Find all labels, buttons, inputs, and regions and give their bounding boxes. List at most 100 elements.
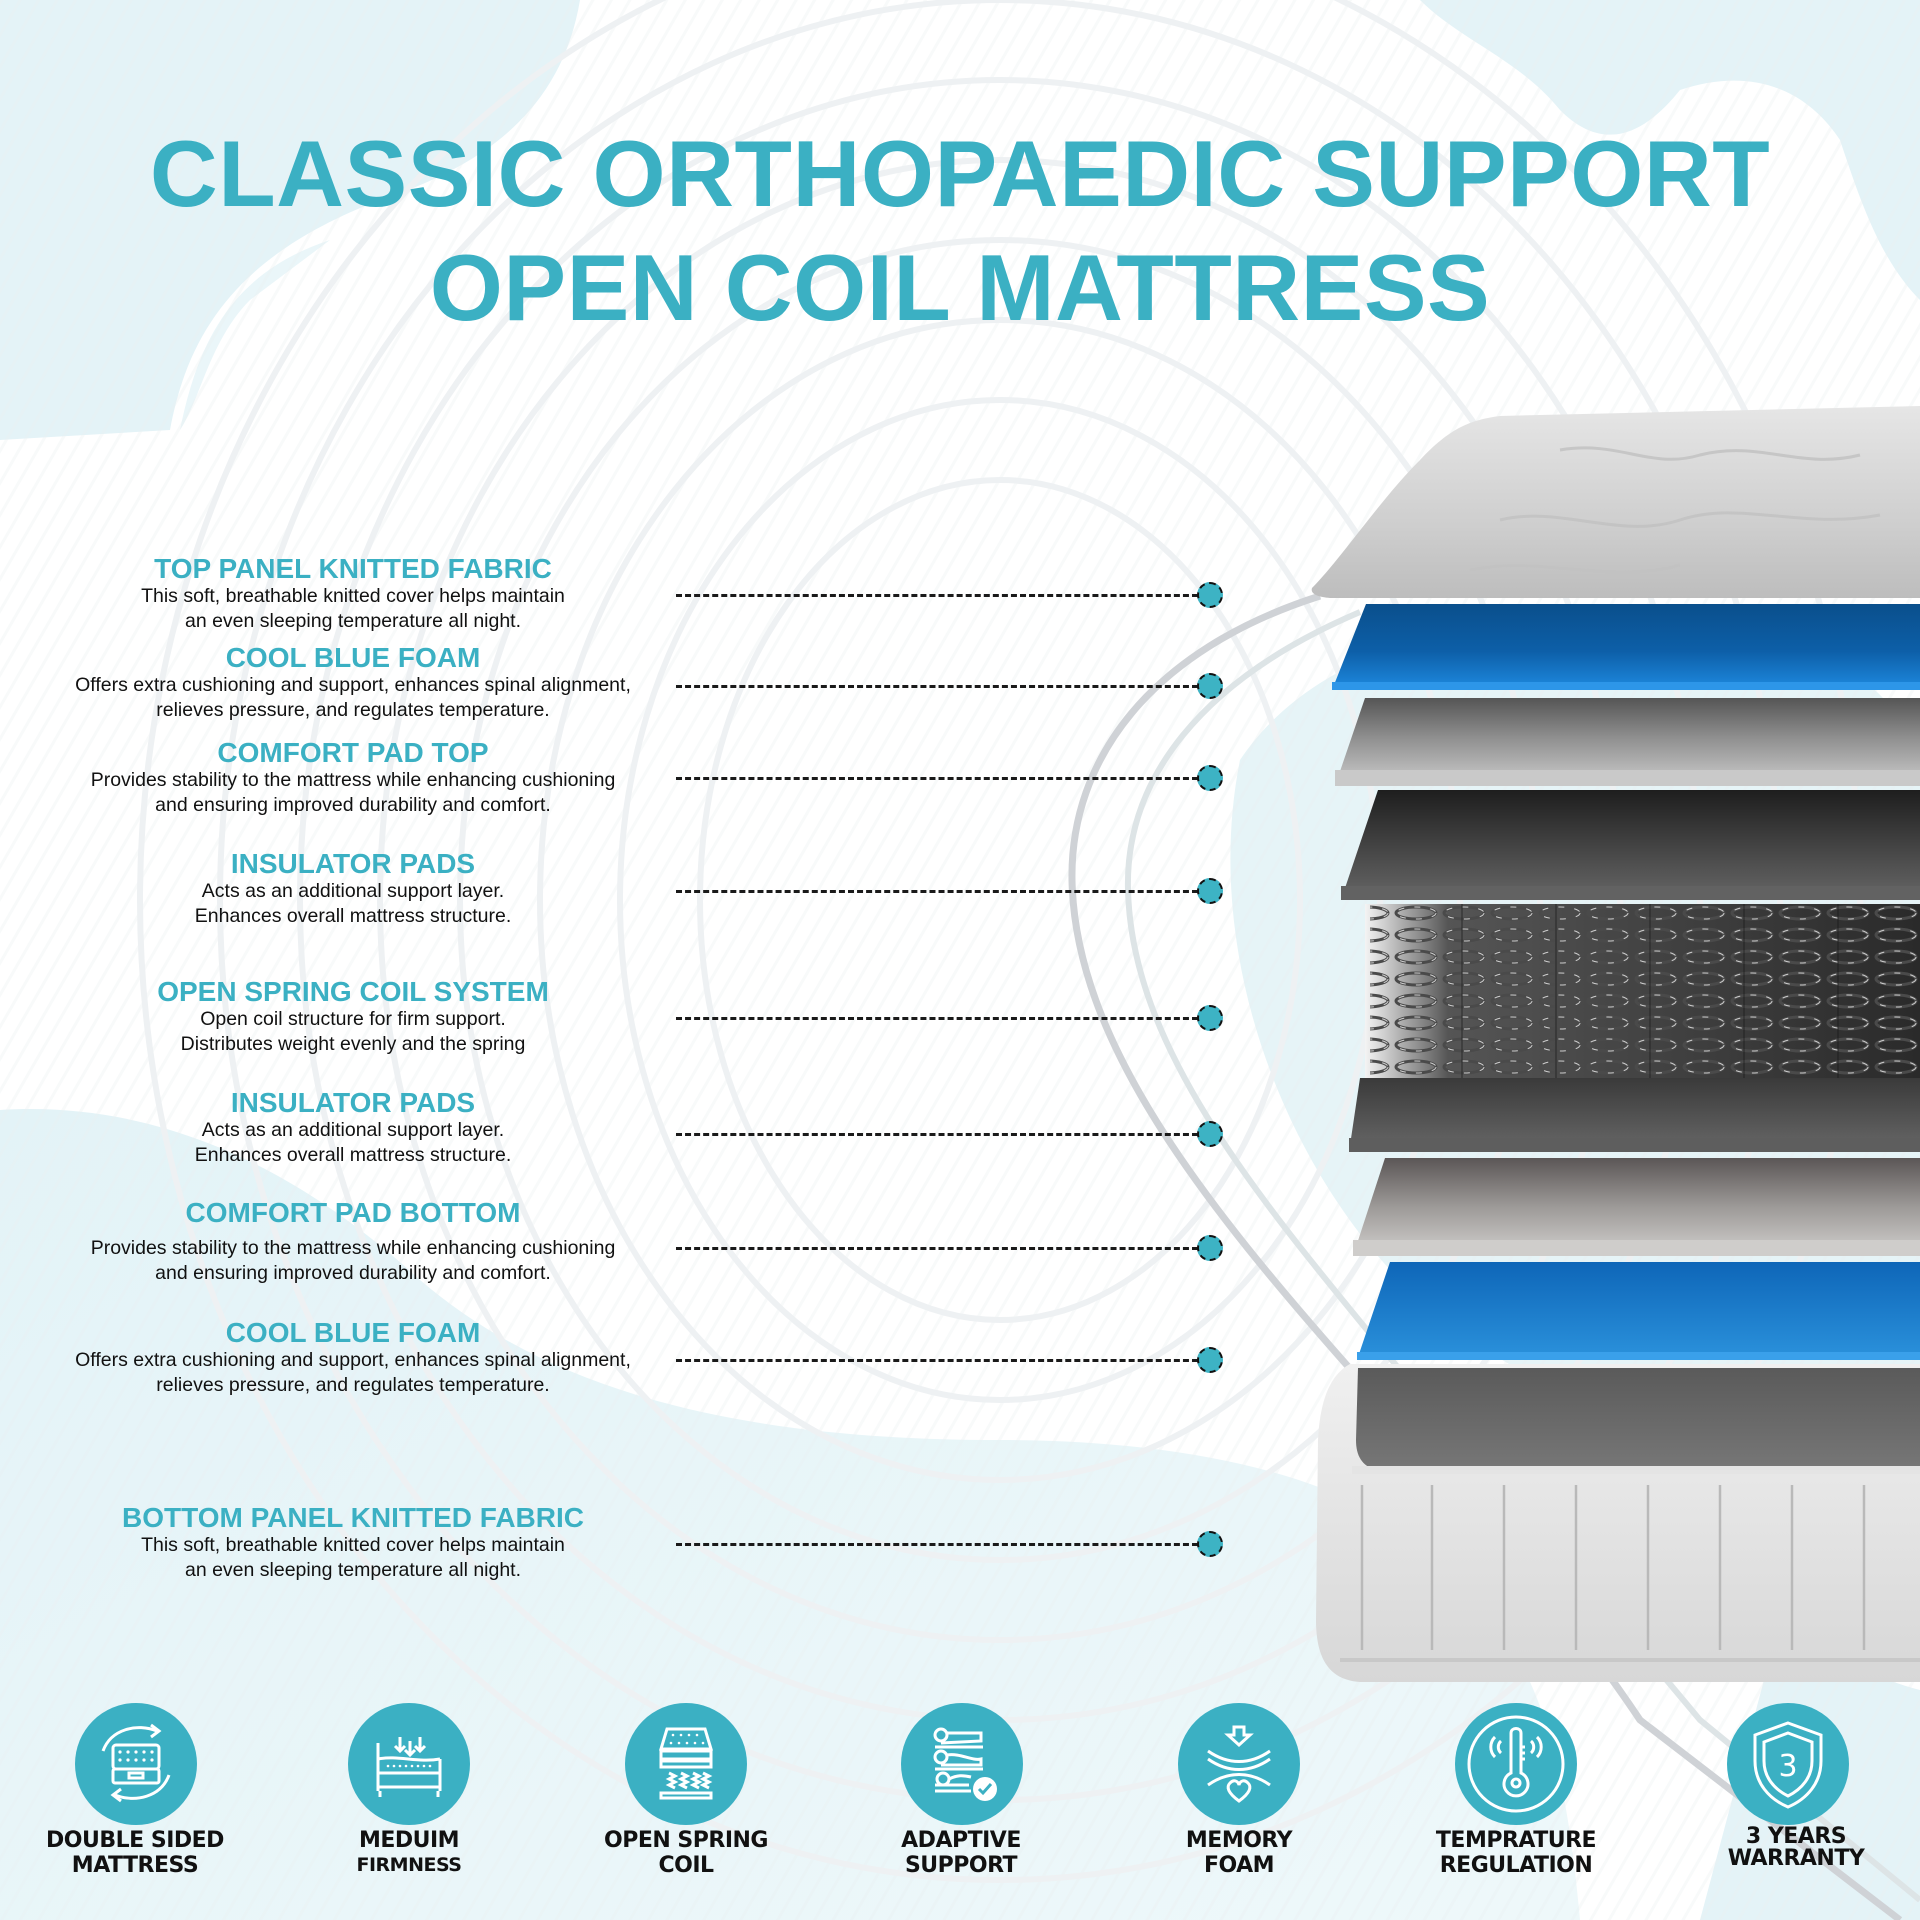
cool-blue-foam-top-layer — [1332, 604, 1920, 690]
layer-title: TOP PANEL KNITTED FABRIC — [154, 553, 552, 584]
connector-line — [676, 1359, 1198, 1362]
layer-label-cool-blue-foam-bottom: COOL BLUE FOAM Offers extra cushioning a… — [40, 1318, 666, 1397]
connector-dot — [1197, 765, 1223, 791]
feature-label-line2: FOAM — [1203, 1853, 1275, 1878]
layer-description: an even sleeping temperature all night. — [184, 1558, 522, 1581]
layer-description: Open coil structure for firm support. — [200, 1008, 506, 1030]
connector-line — [676, 594, 1198, 597]
open-spring-coil-icon — [658, 1727, 714, 1800]
layer-description: relieves pressure, and regulates tempera… — [156, 1373, 550, 1396]
connector-dot — [1197, 1235, 1223, 1261]
feature-label: OPEN SPRING COIL — [556, 1828, 816, 1878]
layer-label-cool-blue-foam-top: COOL BLUE FOAM Offers extra cushioning a… — [40, 643, 666, 722]
layer-description: This soft, breathable knitted cover help… — [141, 1534, 565, 1556]
connector-dot — [1197, 673, 1223, 699]
layer-description: and ensuring improved durability and com… — [155, 793, 551, 816]
layer-title: COMFORT PAD TOP — [217, 737, 489, 768]
medium-firmness-bed-icon — [376, 1737, 442, 1797]
layer-description: Enhances overall mattress structure. — [194, 904, 512, 927]
memory-foam-icon — [1207, 1725, 1271, 1803]
feature-label-line2: COIL — [658, 1853, 714, 1878]
layer-description: Provides stability to the mattress while… — [90, 1237, 616, 1259]
top-panel-layer — [1311, 406, 1920, 598]
layer-description: Provides stability to the mattress while… — [90, 769, 616, 791]
layer-title: COMFORT PAD BOTTOM — [185, 1197, 521, 1228]
temperature-regulation-icon — [1467, 1715, 1565, 1813]
feature-label-line2: SUPPORT — [904, 1853, 1018, 1878]
connector-line — [676, 1017, 1198, 1020]
feature-label-line2: FIRMNESS — [356, 1854, 462, 1876]
feature-label-line1: OPEN SPRING — [604, 1828, 769, 1853]
feature-adaptive-support — [901, 1703, 1023, 1825]
feature-label: TEMPRATURE REGULATION — [1386, 1828, 1646, 1878]
feature-label-line2: WARRANTY — [1727, 1846, 1865, 1871]
feature-label: DOUBLE SIDED MATTRESS — [5, 1828, 265, 1878]
comfort-pad-bottom-layer — [1353, 1158, 1920, 1256]
layer-label-top-panel: TOP PANEL KNITTED FABRIC This soft, brea… — [40, 554, 666, 633]
open-spring-coil-layer — [1365, 904, 1920, 1078]
warranty-years-number: 3 — [1778, 1749, 1797, 1784]
feature-temperature-regulation — [1455, 1703, 1577, 1825]
bottom-panel-base — [1316, 1364, 1920, 1682]
layer-title: BOTTOM PANEL KNITTED FABRIC — [122, 1502, 584, 1533]
feature-label-line1: MEMORY — [1185, 1828, 1293, 1853]
feature-label-line1: TEMPRATURE — [1435, 1828, 1597, 1853]
feature-label: MEMORY FOAM — [1109, 1828, 1369, 1878]
layer-label-comfort-pad-bottom: COMFORT PAD BOTTOM Provides stability to… — [40, 1198, 666, 1285]
connector-line — [676, 777, 1198, 780]
layer-title: OPEN SPRING COIL SYSTEM — [157, 976, 549, 1007]
connector-dot — [1197, 1531, 1223, 1557]
connector-dot — [1197, 582, 1223, 608]
layer-label-insulator-pads-bottom: INSULATOR PADS Acts as an additional sup… — [40, 1088, 666, 1167]
connector-dot — [1197, 878, 1223, 904]
feature-open-spring-coil — [625, 1703, 747, 1825]
feature-label-line1: 3 YEARS — [1745, 1824, 1847, 1849]
layer-description: Offers extra cushioning and support, enh… — [75, 1349, 631, 1371]
adaptive-support-icon — [933, 1727, 997, 1801]
layer-description: an even sleeping temperature all night. — [184, 609, 522, 632]
layer-label-comfort-pad-top: COMFORT PAD TOP Provides stability to th… — [40, 738, 666, 817]
layer-description: Distributes weight evenly and the spring — [180, 1032, 526, 1055]
layer-description: Acts as an additional support layer. — [201, 880, 505, 902]
feature-warranty: 3 — [1727, 1703, 1849, 1825]
feature-label: 3 YEARS WARRANTY — [1666, 1826, 1920, 1870]
layer-description: Acts as an additional support layer. — [201, 1119, 505, 1141]
layer-description: Offers extra cushioning and support, enh… — [75, 674, 631, 696]
connector-line — [676, 1133, 1198, 1136]
layer-label-insulator-pads-top: INSULATOR PADS Acts as an additional sup… — [40, 849, 666, 928]
connector-dot — [1197, 1121, 1223, 1147]
layer-label-open-spring-coil: OPEN SPRING COIL SYSTEM Open coil struct… — [40, 977, 666, 1056]
page-title-line2: OPEN COIL MATTRESS — [429, 235, 1491, 340]
layer-title: INSULATOR PADS — [230, 1087, 476, 1118]
warranty-shield-icon: 3 — [1753, 1721, 1823, 1809]
layer-title: COOL BLUE FOAM — [225, 1317, 481, 1348]
feature-label: MEDUIM FIRMNESS — [279, 1828, 539, 1878]
page-title-line1: CLASSIC ORTHOPAEDIC SUPPORT — [149, 121, 1771, 226]
layer-description: and ensuring improved durability and com… — [155, 1261, 551, 1284]
feature-label-line1: DOUBLE SIDED — [46, 1828, 224, 1853]
comfort-pad-top-layer — [1335, 698, 1920, 786]
layer-title: INSULATOR PADS — [230, 848, 476, 879]
connector-line — [676, 1543, 1198, 1546]
double-sided-mattress-icon — [101, 1723, 171, 1803]
feature-label-line2: REGULATION — [1439, 1853, 1593, 1878]
insulator-pad-top-layer — [1341, 790, 1920, 900]
feature-label-line2: MATTRESS — [71, 1853, 199, 1878]
layer-label-bottom-panel: BOTTOM PANEL KNITTED FABRIC This soft, b… — [40, 1503, 666, 1582]
feature-label-line1: MEDUIM — [358, 1828, 460, 1853]
feature-double-sided — [75, 1703, 197, 1825]
cool-blue-foam-bottom-layer — [1357, 1262, 1920, 1360]
layer-description: This soft, breathable knitted cover help… — [141, 585, 565, 607]
connector-dot — [1197, 1347, 1223, 1373]
layer-description: relieves pressure, and regulates tempera… — [156, 698, 550, 721]
layer-title: COOL BLUE FOAM — [225, 642, 481, 673]
feature-label-line1: ADAPTIVE — [901, 1828, 1021, 1853]
connector-line — [676, 1247, 1198, 1250]
insulator-pad-bottom-layer — [1349, 1078, 1920, 1152]
connector-dot — [1197, 1005, 1223, 1031]
connector-line — [676, 685, 1198, 688]
feature-memory-foam — [1178, 1703, 1300, 1825]
connector-line — [676, 890, 1198, 893]
